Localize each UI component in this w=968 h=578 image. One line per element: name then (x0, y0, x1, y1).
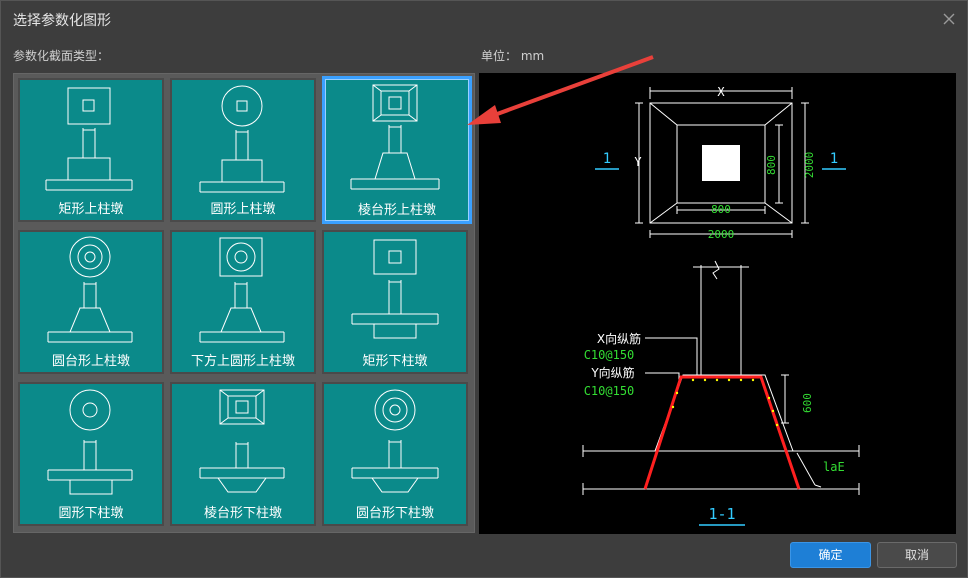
tile-label: 矩形上柱墩 (58, 202, 124, 217)
y-rebar-value: C10@150 (584, 384, 635, 398)
square-round-upper-pier-icon (199, 237, 285, 343)
tile-cone-frustum-upper-pier[interactable]: 圆台形上柱墩 (18, 230, 164, 374)
title-bar: 选择参数化图形 (1, 1, 967, 37)
dim-2000-horizontal: 2000 (708, 228, 735, 241)
tile-rect-upper-pier[interactable]: 矩形上柱墩 (18, 78, 164, 222)
y-rebar-label: Y向纵筋 (590, 365, 634, 380)
ok-button[interactable]: 确定 (790, 542, 871, 568)
close-icon[interactable] (939, 9, 959, 29)
section-mark-right: 1 (830, 151, 838, 167)
unit-label: 单位： mm (481, 49, 545, 63)
preview-panel: X Y 800 2000 800 2000 1 1 (479, 73, 956, 534)
tile-frustum-upper-pier[interactable]: 棱台形上柱墩 (322, 76, 472, 224)
shape-grid: 矩形上柱墩 圆形上柱墩 (13, 73, 475, 533)
dim-600: 600 (801, 393, 814, 413)
cone-frustum-lower-pier-icon (351, 389, 439, 493)
cone-frustum-upper-pier-icon (47, 236, 133, 343)
round-upper-pier-icon (199, 85, 285, 193)
tile-cone-frustum-lower-pier[interactable]: 圆台形下柱墩 (322, 382, 468, 526)
dim-lae: laE (823, 460, 845, 474)
frustum-lower-pier-icon (199, 389, 285, 493)
dim-x-text: X (717, 85, 725, 99)
cancel-button[interactable]: 取消 (877, 542, 957, 568)
section-types-label: 参数化截面类型： (13, 49, 110, 63)
tile-label: 矩形下柱墩 (362, 354, 428, 369)
column-square (702, 145, 740, 181)
section-mark-left: 1 (603, 151, 611, 167)
tile-round-lower-pier[interactable]: 圆形下柱墩 (18, 382, 164, 526)
rect-upper-pier-icon (45, 87, 133, 191)
dim-800-vertical: 800 (765, 155, 778, 175)
tile-label: 圆台形上柱墩 (51, 354, 130, 369)
section-title: 1-1 (708, 505, 735, 523)
tile-square-round-upper-pier[interactable]: 下方上圆形上柱墩 (170, 230, 316, 374)
tile-label: 圆台形下柱墩 (355, 506, 434, 521)
frustum-upper-pier-icon (350, 84, 440, 190)
tile-frustum-lower-pier[interactable]: 棱台形下柱墩 (170, 382, 316, 526)
tile-label: 棱台形下柱墩 (203, 506, 282, 521)
tile-label: 棱台形上柱墩 (357, 203, 436, 218)
rebar-line (643, 375, 801, 490)
tile-label: 圆形下柱墩 (58, 506, 124, 521)
dim-2000-vertical: 2000 (803, 152, 816, 179)
dim-800-horizontal: 800 (711, 203, 731, 216)
rect-lower-pier-icon (351, 239, 439, 339)
dim-y-text: Y (634, 155, 642, 169)
x-rebar-value: C10@150 (584, 348, 635, 362)
x-rebar-label: X向纵筋 (597, 331, 641, 346)
tile-label: 下方上圆形上柱墩 (190, 354, 295, 369)
dialog-title: 选择参数化图形 (13, 13, 111, 29)
preview-drawing: X Y 800 2000 800 2000 1 1 (582, 85, 860, 526)
tile-label: 圆形上柱墩 (210, 202, 276, 217)
tile-round-upper-pier[interactable]: 圆形上柱墩 (170, 78, 316, 222)
round-lower-pier-icon (47, 389, 133, 495)
tile-rect-lower-pier[interactable]: 矩形下柱墩 (322, 230, 468, 374)
